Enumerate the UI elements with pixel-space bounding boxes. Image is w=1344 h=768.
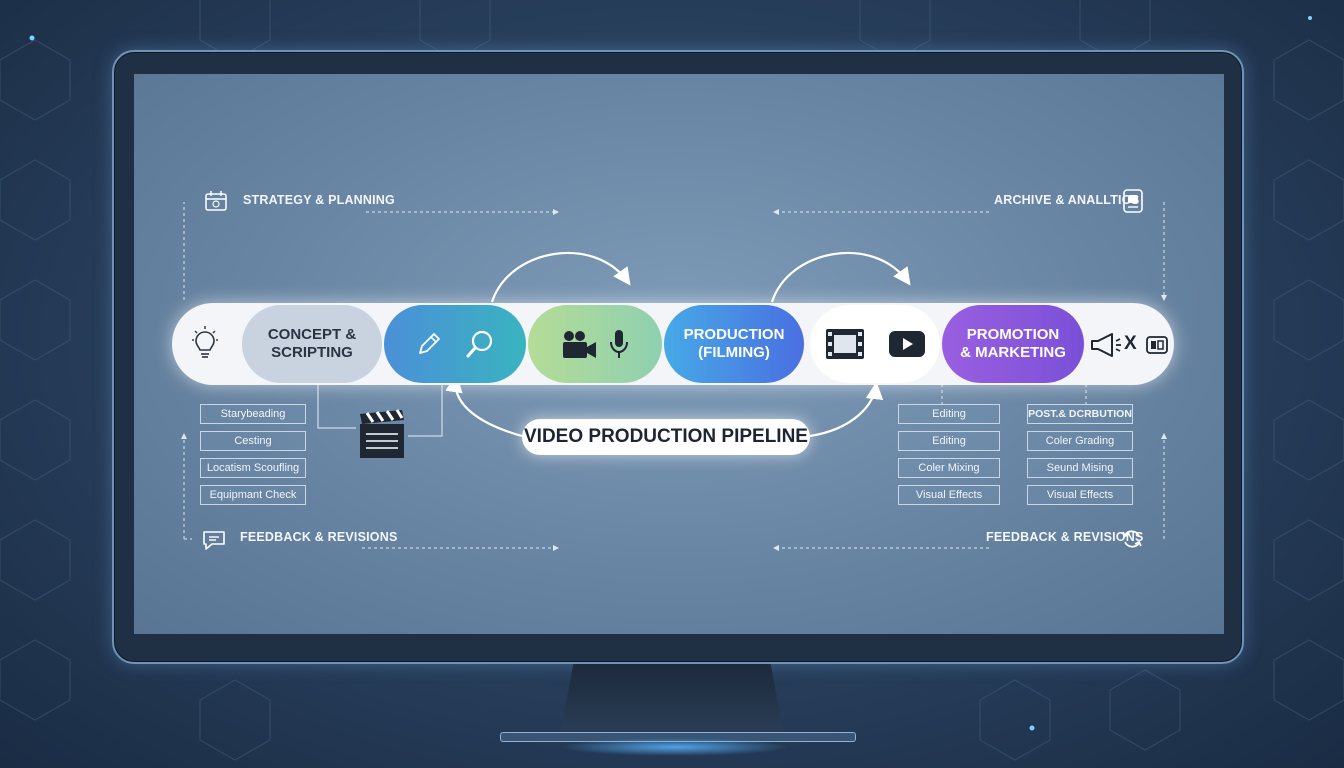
task-chip[interactable]: Starybeading	[200, 404, 306, 424]
task-chip[interactable]: Coler Grading	[1027, 431, 1133, 451]
task-chip[interactable]: Equipmant Check	[200, 485, 306, 505]
stage-promotion-marketing[interactable]: PROMOTION & MARKETING	[942, 305, 1084, 383]
clapperboard-icon	[360, 409, 404, 458]
calendar-icon	[205, 191, 227, 211]
stage-label: PROMOTION & MARKETING	[960, 326, 1066, 361]
task-chip[interactable]: Editing	[898, 404, 1000, 424]
microphone-icon	[610, 330, 628, 358]
database-icon	[1123, 189, 1143, 213]
social-badge-icon	[1146, 336, 1168, 354]
bottom-left-label: FEEDBACK & REVISIONS	[240, 530, 398, 544]
magnifier-icon	[466, 330, 493, 358]
megaphone-icon	[1091, 333, 1121, 357]
lightbulb-icon	[192, 326, 218, 358]
monitor-stand-neck	[560, 664, 784, 734]
bottom-right-label: FEEDBACK & REVISIONS	[986, 530, 1144, 544]
task-chip[interactable]: Locatism Scoufling	[200, 458, 306, 478]
task-chip[interactable]: Coler Mixing	[898, 458, 1000, 478]
diagram-title: VIDEO PRODUCTION PIPELINE	[522, 419, 810, 455]
film-strip-icon	[826, 329, 864, 359]
task-chip[interactable]: Seund Mising	[1027, 458, 1133, 478]
top-left-label: STRATEGY & PLANNING	[243, 193, 395, 207]
stage-concept-scripting[interactable]: CONCEPT & SCRIPTING	[242, 305, 382, 383]
stage-editing[interactable]	[810, 305, 940, 383]
video-camera-icon	[563, 331, 596, 358]
base-glow	[560, 738, 790, 756]
stage-label: PRODUCTION (FILMING)	[683, 326, 785, 361]
task-chip[interactable]: Editing	[898, 431, 1000, 451]
monitor-screen: STRATEGY & PLANNING ARCHIVE & ANALLTICS …	[134, 74, 1224, 634]
pencil-icon	[419, 333, 440, 354]
chat-bubble-icon	[203, 531, 225, 550]
task-chip[interactable]: Visual Effects	[898, 485, 1000, 505]
refresh-icon	[1122, 530, 1142, 548]
task-chip[interactable]: Visual Effects	[1027, 485, 1133, 505]
play-button-icon	[889, 331, 925, 357]
top-right-label: ARCHIVE & ANALLTICS	[994, 193, 1140, 207]
stage-production-filming[interactable]: PRODUCTION (FILMING)	[664, 305, 804, 383]
stage-writing-research[interactable]	[384, 305, 526, 383]
task-chip[interactable]: POST.& DCRBUTION	[1027, 404, 1133, 424]
x-social-icon: X	[1124, 333, 1137, 354]
task-chip[interactable]: Cesting	[200, 431, 306, 451]
stage-recording[interactable]	[528, 305, 662, 383]
stage-label: CONCEPT & SCRIPTING	[267, 326, 357, 361]
